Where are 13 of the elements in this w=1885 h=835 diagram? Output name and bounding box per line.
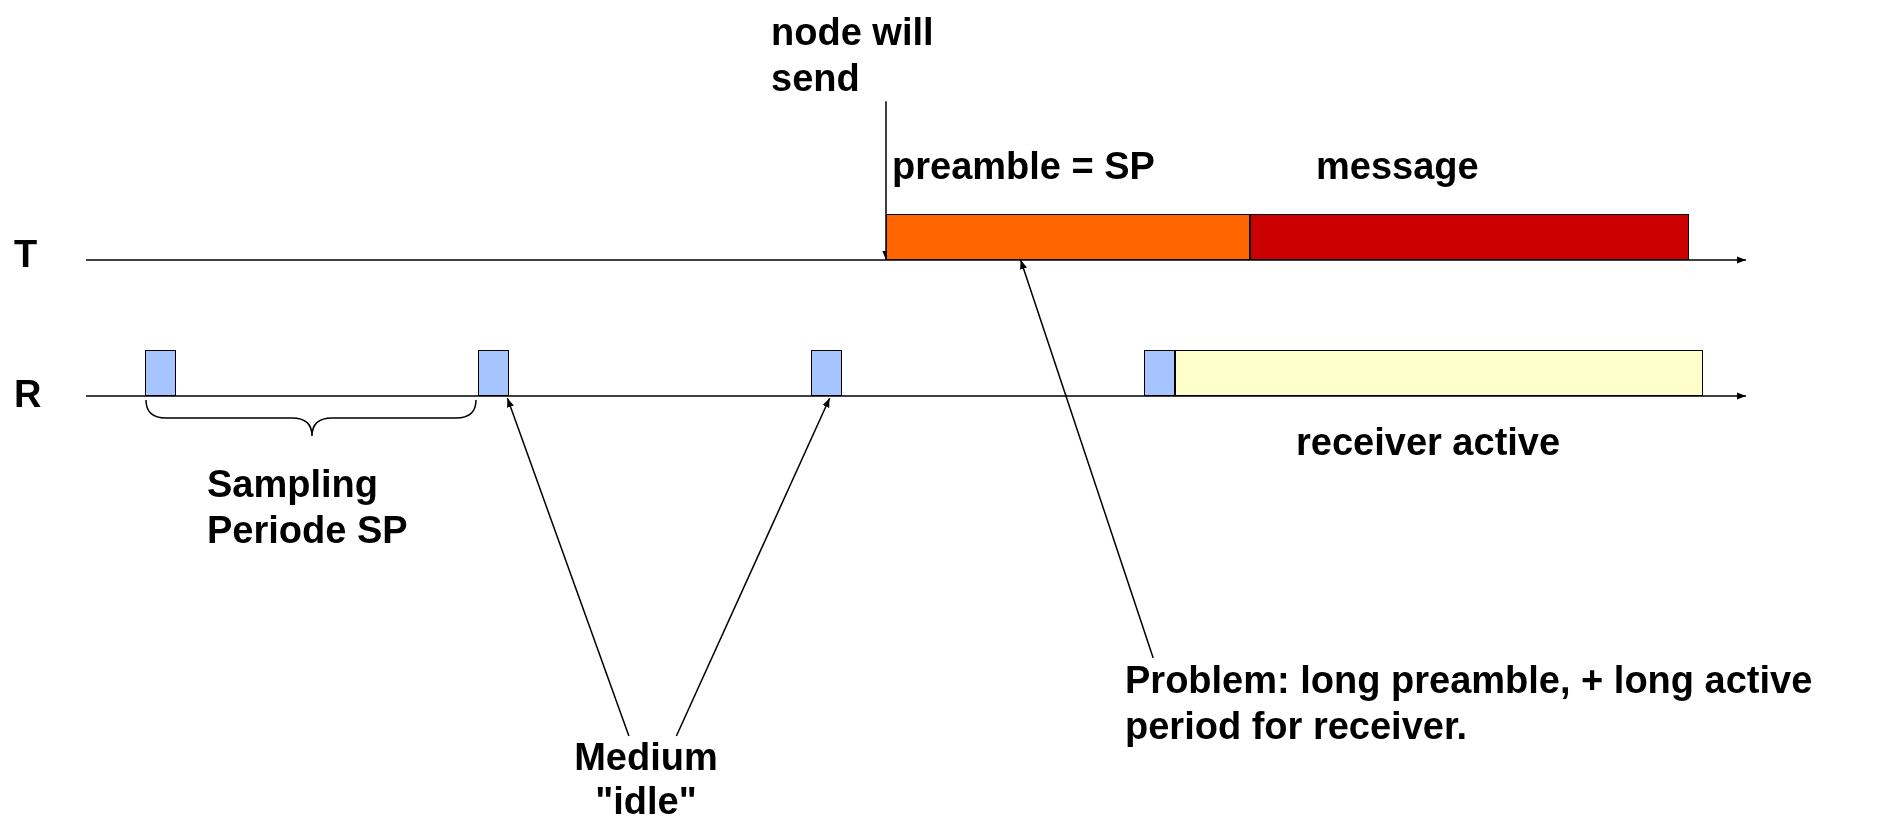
arrow	[506, 397, 630, 737]
bar-label: message	[1316, 144, 1479, 189]
annotation-text: Medium "idle"	[551, 736, 741, 824]
arrow	[1019, 259, 1154, 659]
row-label: R	[14, 372, 42, 417]
bar-label: receiver active	[1296, 420, 1561, 465]
bar-label: preamble = SP	[892, 144, 1155, 189]
annotation-text: node will send	[771, 10, 1001, 102]
note-text: Problem: long preamble, + long active period for receiver.	[1125, 658, 1830, 750]
arrow	[675, 397, 831, 737]
row-label: T	[14, 232, 38, 277]
period-label: Sampling Periode SP	[207, 462, 409, 553]
arrow	[882, 100, 890, 261]
